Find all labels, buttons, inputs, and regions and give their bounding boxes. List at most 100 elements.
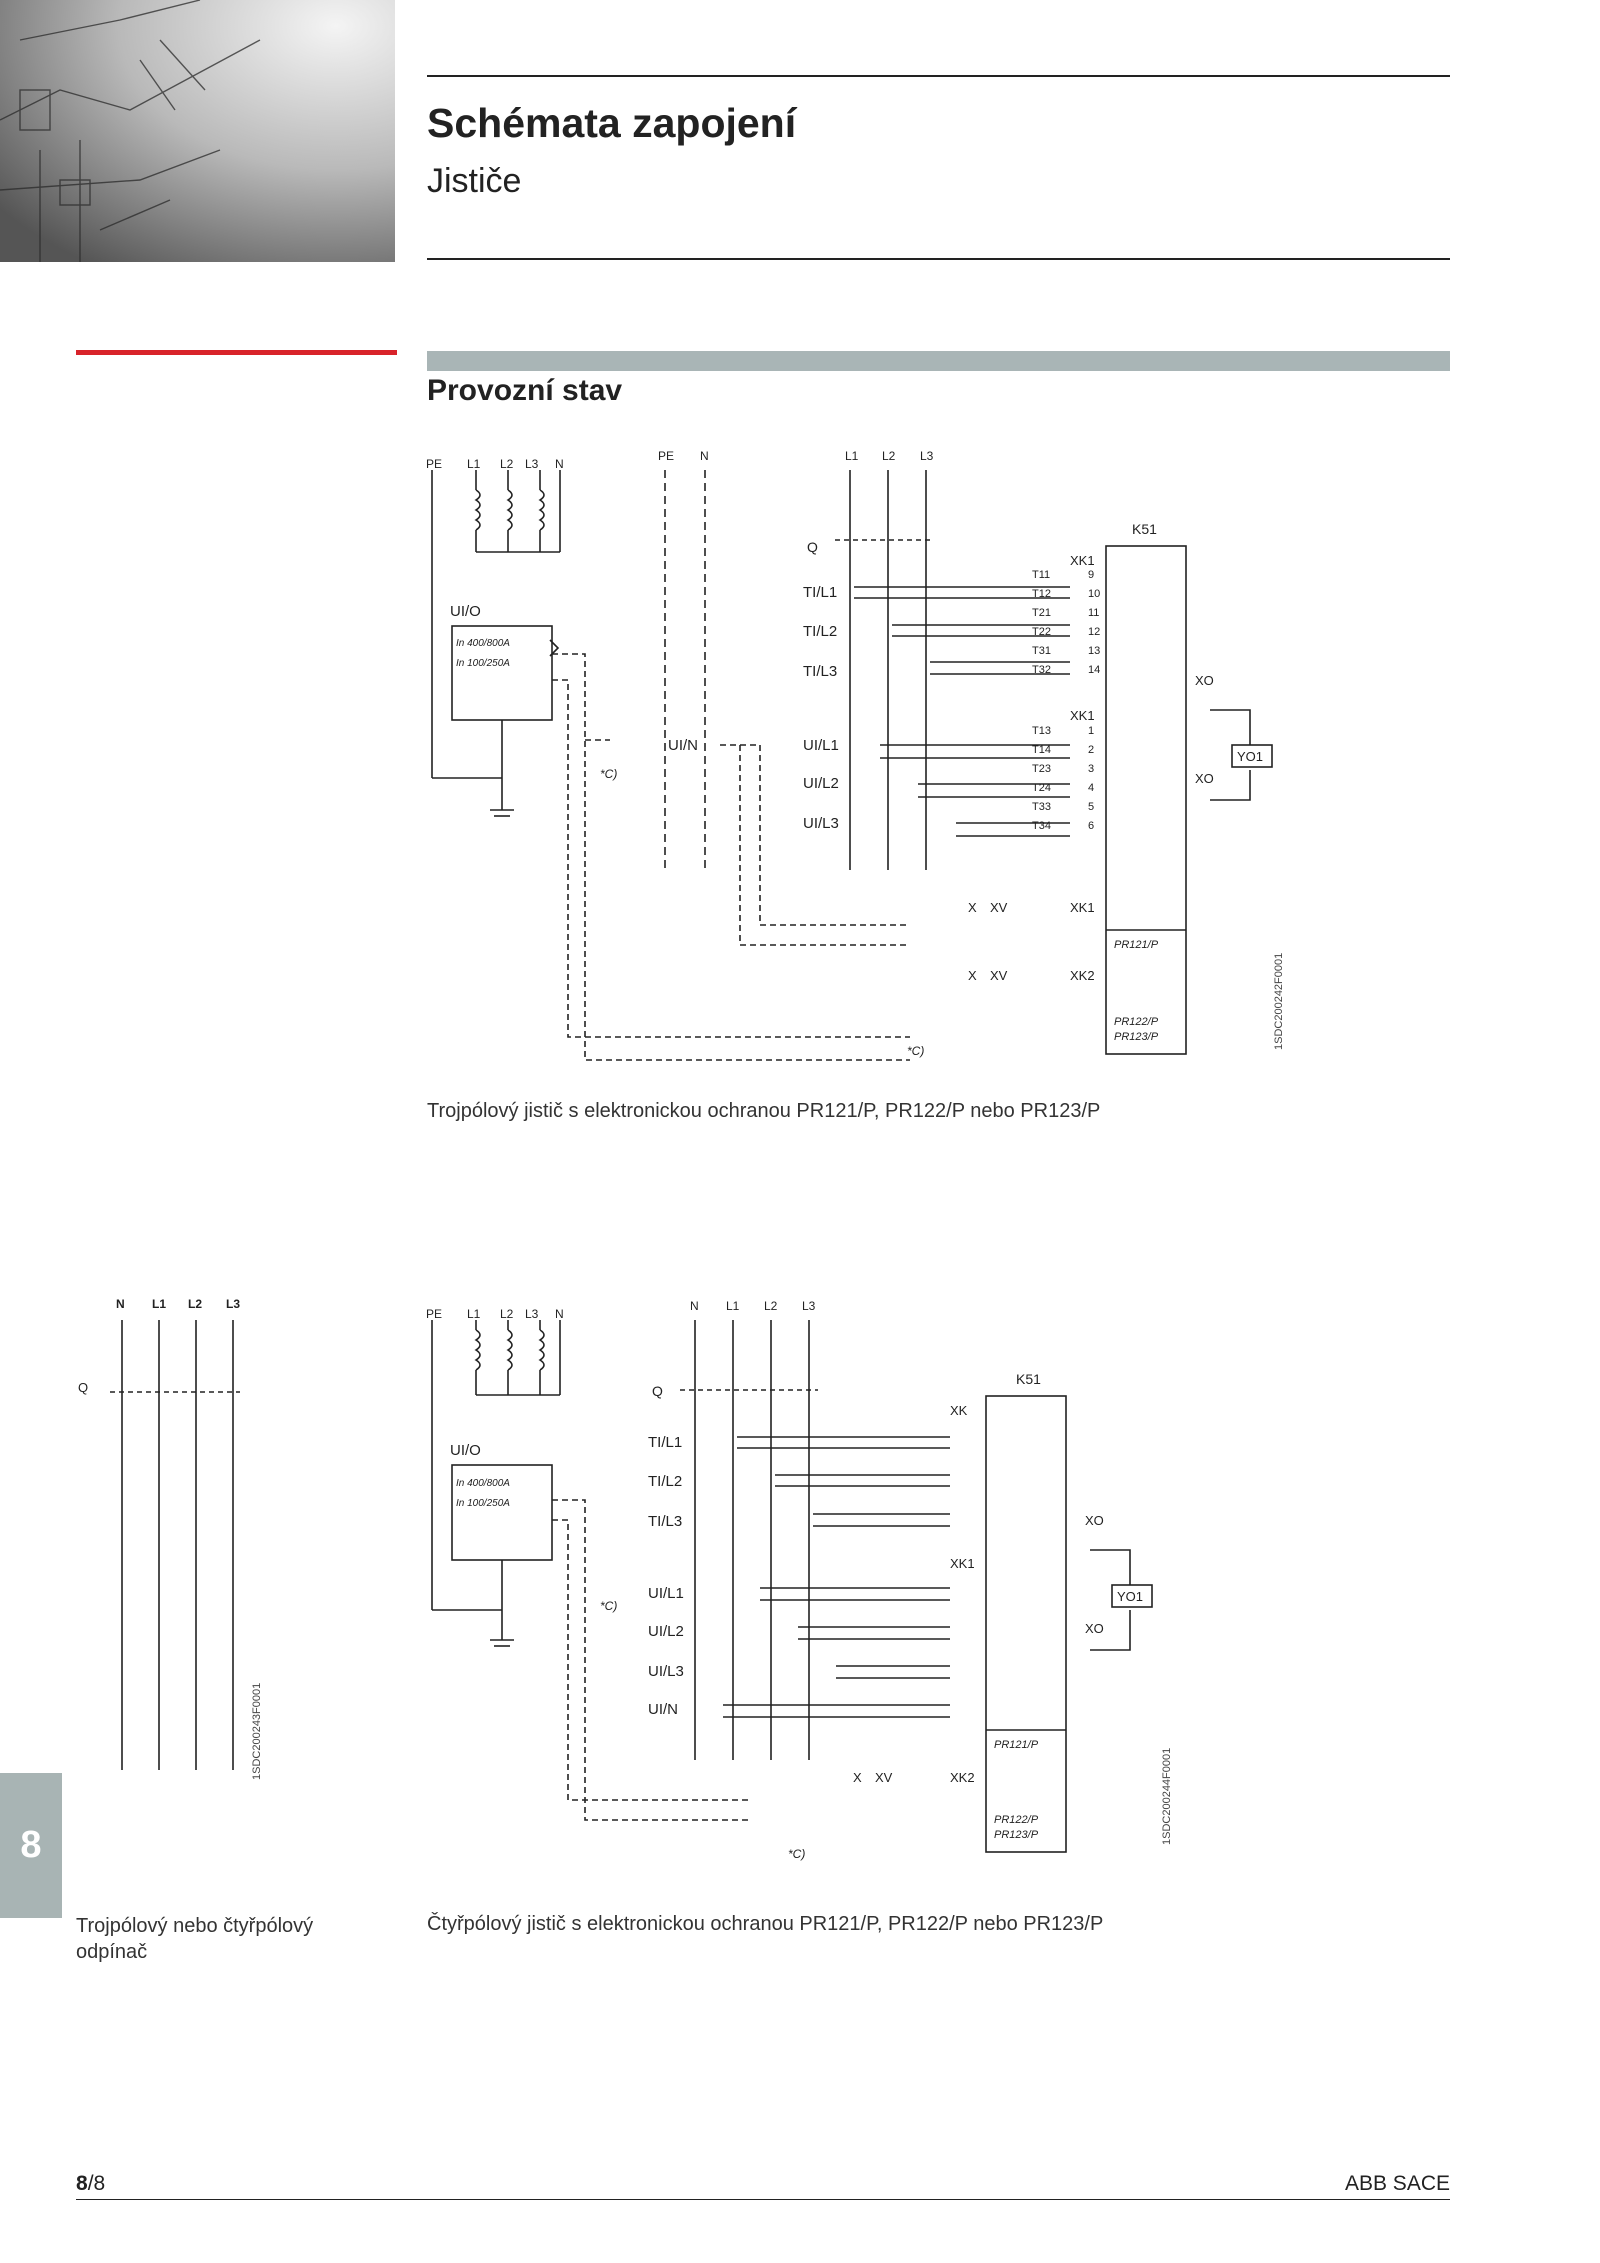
terminal-code: T31: [1032, 645, 1051, 657]
label-til2: TI/L2: [648, 1473, 682, 1490]
label-xo: XO: [1085, 1513, 1104, 1528]
terminal-number: 6: [1088, 820, 1094, 832]
label-q: Q: [78, 1380, 88, 1395]
terminal-number: 10: [1088, 588, 1100, 600]
label-l3: L3: [226, 1297, 240, 1311]
terminal-code: T21: [1032, 607, 1051, 619]
terminal-number: 4: [1088, 782, 1094, 794]
label-q: Q: [807, 539, 818, 555]
label-pr122: PR122/P: [994, 1814, 1039, 1826]
label-pr121: PR121/P: [994, 1739, 1039, 1751]
label-l2-2: L2: [764, 1299, 778, 1313]
accent-bar: [76, 350, 397, 355]
header-photo: [0, 0, 395, 262]
label-l3: L3: [525, 1307, 539, 1321]
page-total: /8: [87, 2172, 106, 2195]
label-n: N: [116, 1297, 125, 1311]
label-xv: XV: [990, 900, 1008, 915]
label-in-400: In 400/800A: [456, 1478, 510, 1489]
label-l1: L1: [467, 457, 481, 471]
label-l2: L2: [188, 1297, 202, 1311]
label-l1: L1: [467, 1307, 481, 1321]
label-pe: PE: [426, 1307, 442, 1321]
terminal-number: 9: [1088, 569, 1094, 581]
label-til1: TI/L1: [648, 1434, 682, 1451]
terminal-code: T14: [1032, 744, 1051, 756]
label-uil1: UI/L1: [803, 737, 839, 754]
terminal-number: 14: [1088, 664, 1100, 676]
terminal-number: 13: [1088, 645, 1100, 657]
label-n: N: [555, 457, 564, 471]
label-yo1: YO1: [1237, 749, 1263, 764]
terminal-code: T32: [1032, 664, 1051, 676]
diagram-3-caption: Čtyřpólový jistič s elektronickou ochran…: [427, 1913, 1104, 1935]
label-l2: L2: [500, 1307, 514, 1321]
label-xo-2: XO: [1195, 771, 1214, 786]
drawing-code: 1SDC200242F0001: [1273, 953, 1285, 1050]
label-xo: XO: [1195, 673, 1214, 688]
terminal-code: T23: [1032, 763, 1051, 775]
label-xk2: XK2: [1070, 968, 1095, 983]
terminal-code: T11: [1032, 569, 1050, 581]
label-xk2: XK2: [950, 1770, 975, 1785]
label-xo-2: XO: [1085, 1621, 1104, 1636]
terminal-code: T34: [1032, 820, 1051, 832]
label-n: N: [555, 1307, 564, 1321]
label-pr123: PR123/P: [1114, 1031, 1159, 1043]
label-l1-2: L1: [726, 1299, 740, 1313]
label-uil1: UI/L1: [648, 1585, 684, 1602]
label-l1-2: L1: [845, 449, 859, 463]
label-in-100: In 100/250A: [456, 658, 510, 669]
label-in-400: In 400/800A: [456, 638, 510, 649]
label-xk1: XK1: [950, 1556, 975, 1571]
label-uin: UI/N: [648, 1701, 678, 1718]
diagram-2-caption: Trojpólový nebo čtyřpólový odpínač: [76, 1913, 313, 1965]
section-title: Provozní stav: [427, 374, 623, 407]
label-star-c: *C): [600, 767, 617, 781]
label-uil2: UI/L2: [648, 1623, 684, 1640]
label-uio: UI/O: [450, 603, 481, 620]
page-current: 8: [76, 2172, 88, 2195]
drawing-code: 1SDC200243F0001: [251, 1683, 263, 1780]
label-l1: L1: [152, 1297, 166, 1311]
label-l2-2: L2: [882, 449, 896, 463]
label-pr122: PR122/P: [1114, 1016, 1159, 1028]
label-l3-2: L3: [802, 1299, 816, 1313]
terminal-number: 5: [1088, 801, 1094, 813]
label-q: Q: [652, 1383, 663, 1399]
label-l3: L3: [525, 457, 539, 471]
label-uil3: UI/L3: [803, 815, 839, 832]
label-in-100: In 100/250A: [456, 1498, 510, 1509]
chapter-tab: 8: [0, 1773, 62, 1918]
label-pe: PE: [426, 457, 442, 471]
top-rule: [427, 75, 1450, 77]
label-l3-2: L3: [920, 449, 934, 463]
section-bar: [427, 351, 1450, 371]
wiring-diagram-3pole: PE L1 L2 L3 N PE N L1 L2 L3 Q K51 XK1 XK…: [426, 449, 1285, 1061]
page-subtitle: Jističe: [427, 162, 522, 200]
label-xv-2: XV: [990, 968, 1008, 983]
label-x: X: [968, 900, 977, 915]
page-title: Schémata zapojení: [427, 100, 797, 146]
label-pr121: PR121/P: [1114, 939, 1159, 951]
diagram-1-caption: Trojpólový jistič s elektronickou ochran…: [427, 1100, 1101, 1122]
terminal-number: 2: [1088, 744, 1094, 756]
label-x-2: X: [968, 968, 977, 983]
footer-rule: [76, 2199, 1450, 2200]
label-til3: TI/L3: [803, 663, 837, 680]
wiring-diagram-disconnector: N L1 L2 L3 Q 1SDC200243F0001: [78, 1297, 263, 1780]
caption-line-1: Trojpólový nebo čtyřpólový: [76, 1915, 314, 1937]
label-uio: UI/O: [450, 1442, 481, 1459]
label-k51: K51: [1016, 1371, 1041, 1387]
label-til3: TI/L3: [648, 1513, 682, 1530]
terminal-code: T12: [1032, 588, 1051, 600]
label-x: X: [853, 1770, 862, 1785]
label-xk1-3: XK1: [1070, 900, 1095, 915]
terminal-code: T13: [1032, 725, 1051, 737]
label-xk: XK: [950, 1403, 968, 1418]
label-star-c-2: *C): [907, 1044, 924, 1058]
label-xk1-2: XK1: [1070, 708, 1095, 723]
label-l2: L2: [500, 457, 514, 471]
wiring-diagram-4pole: PE L1 L2 L3 N N L1 L2 L3 Q K51 XK XK1 UI…: [426, 1299, 1173, 1861]
label-k51: K51: [1132, 521, 1157, 537]
